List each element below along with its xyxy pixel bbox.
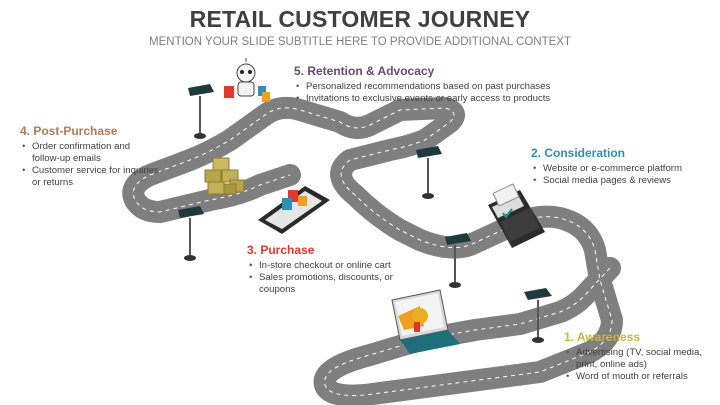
list-item: Website or e-commerce platform: [531, 163, 711, 175]
stage-purchase-list: In-store checkout or online cart Sales p…: [247, 260, 407, 296]
signpost: [178, 206, 204, 261]
signpost: [416, 146, 442, 199]
stage-post-purchase-list: Order confirmation and follow-up emails …: [20, 141, 160, 189]
stage-purchase-title: 3. Purchase: [247, 243, 315, 257]
list-item: Sales promotions, discounts, or coupons: [247, 272, 407, 296]
stage-post-purchase: 4. Post-Purchase Order confirmation and …: [20, 124, 160, 189]
slide-title: RETAIL CUSTOMER JOURNEY: [189, 6, 531, 32]
stage-retention: 5. Retention & Advocacy Personalized rec…: [294, 64, 594, 105]
signpost: [445, 233, 471, 288]
stage-retention-title: 5. Retention & Advocacy: [294, 64, 435, 78]
stage-awareness-list: Advertising (TV, social media, print, on…: [564, 347, 714, 383]
stage-awareness: 1. Awareness Advertising (TV, social med…: [564, 330, 714, 383]
phone-shopping-icon: [258, 186, 330, 234]
stage-awareness-title: 1. Awareness: [564, 330, 641, 344]
list-item: Word of mouth or referrals: [564, 371, 714, 383]
list-item: Invitations to exclusive events or early…: [294, 93, 594, 105]
card-terminal-icon: [488, 183, 545, 248]
list-item: Social media pages & reviews: [531, 175, 711, 187]
stage-consideration-title: 2. Consideration: [531, 146, 626, 160]
stage-retention-list: Personalized recommendations based on pa…: [294, 81, 594, 105]
megaphone-laptop-icon: [391, 289, 460, 354]
list-item: Order confirmation and follow-up emails: [20, 141, 160, 165]
list-item: Advertising (TV, social media, print, on…: [564, 347, 714, 371]
stage-purchase: 3. Purchase In-store checkout or online …: [247, 243, 407, 296]
signpost: [188, 84, 214, 139]
slide-subtitle: MENTION YOUR SLIDE SUBTITLE HERE TO PROV…: [149, 36, 571, 48]
boxes-icon: [204, 157, 245, 195]
stage-consideration-list: Website or e-commerce platform Social me…: [531, 163, 711, 187]
list-item: In-store checkout or online cart: [247, 260, 407, 272]
robot-shopper-icon: [224, 58, 270, 102]
stage-post-purchase-title: 4. Post-Purchase: [20, 124, 118, 138]
list-item: Personalized recommendations based on pa…: [294, 81, 594, 93]
stage-consideration: 2. Consideration Website or e-commerce p…: [531, 146, 711, 187]
signpost: [524, 288, 552, 343]
list-item: Customer service for inquiries or return…: [20, 165, 160, 189]
